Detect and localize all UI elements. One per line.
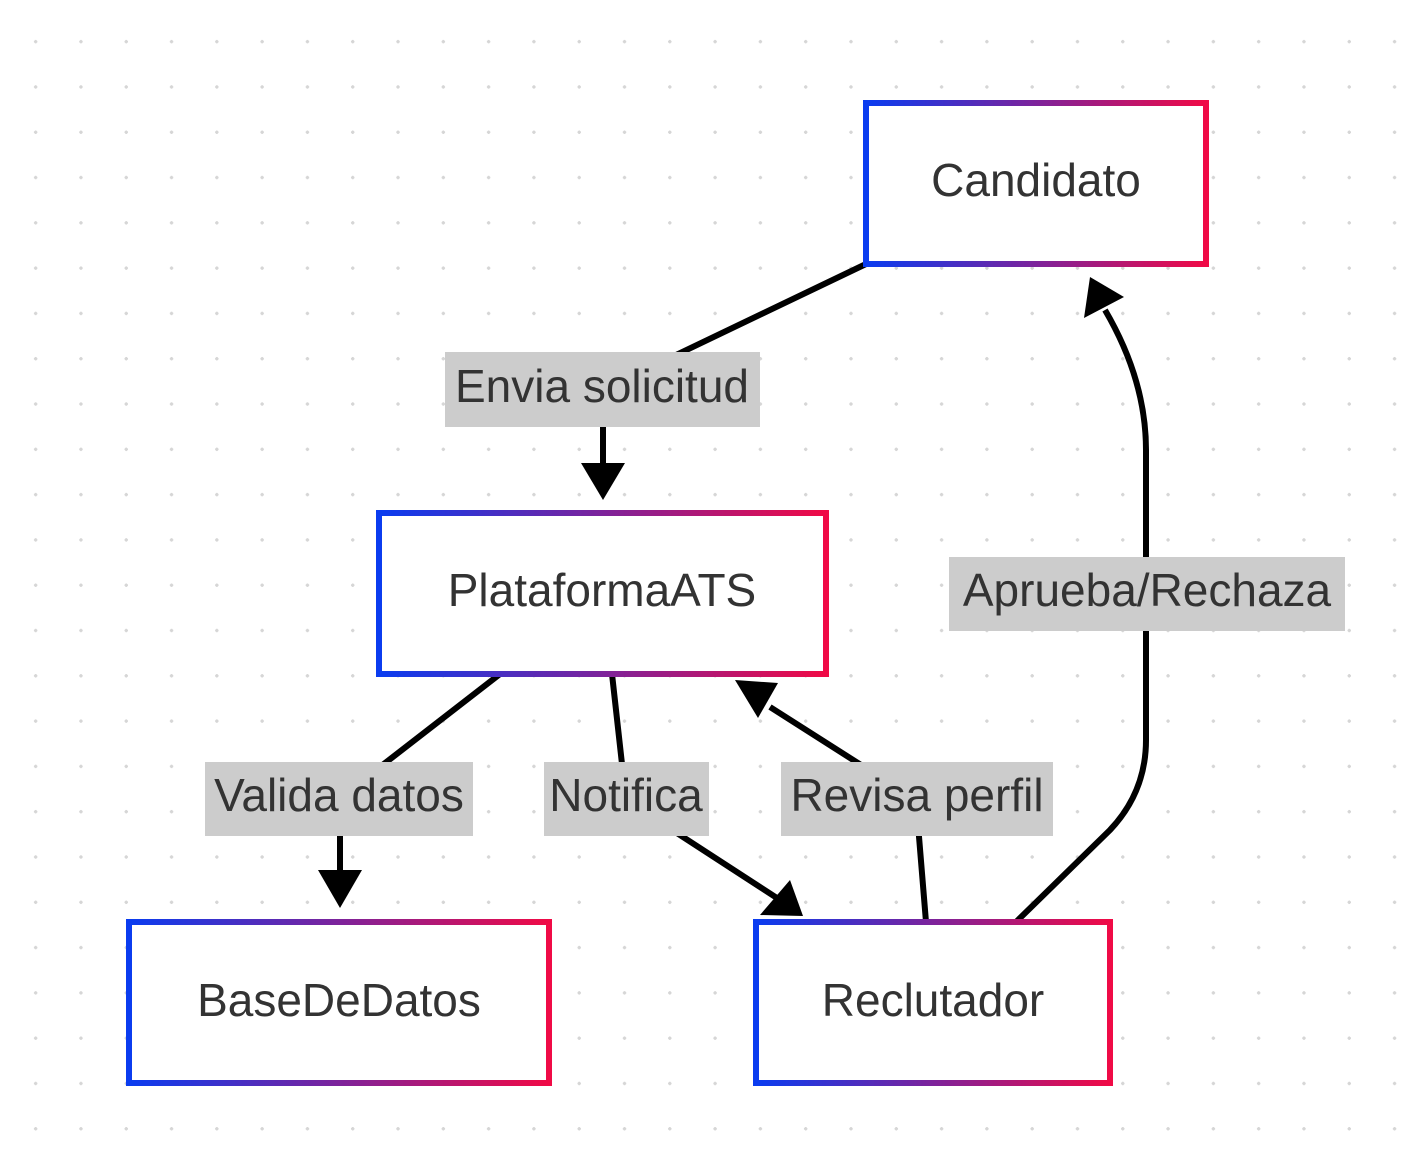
node-candidato-label: Candidato: [931, 154, 1141, 206]
node-plataforma-ats[interactable]: PlataformaATS: [376, 510, 829, 677]
node-plataforma-ats-label: PlataformaATS: [448, 564, 756, 616]
edge-label-aprueba-rechaza-text: Aprueba/Rechaza: [963, 564, 1332, 616]
edge-aprueba-rechaza: [1013, 277, 1149, 925]
node-candidato[interactable]: Candidato: [863, 100, 1209, 267]
edge-label-notifica: Notifica: [544, 762, 709, 836]
edge-label-aprueba-rechaza: Aprueba/Rechaza: [949, 557, 1345, 631]
node-reclutador-label: Reclutador: [822, 974, 1044, 1026]
edge-label-envia-solicitud-text: Envia solicitud: [455, 360, 749, 412]
edge-label-revisa-perfil: Revisa perfil: [781, 762, 1053, 836]
edge-label-valida-datos-text: Valida datos: [214, 769, 464, 821]
node-base-de-datos-label: BaseDeDatos: [197, 974, 481, 1026]
node-base-de-datos[interactable]: BaseDeDatos: [126, 919, 552, 1086]
edge-label-revisa-perfil-text: Revisa perfil: [790, 769, 1043, 821]
edge-label-valida-datos: Valida datos: [205, 762, 473, 836]
edge-label-envia-solicitud: Envia solicitud: [445, 352, 760, 427]
node-reclutador[interactable]: Reclutador: [753, 919, 1113, 1086]
edge-label-notifica-text: Notifica: [549, 769, 703, 821]
